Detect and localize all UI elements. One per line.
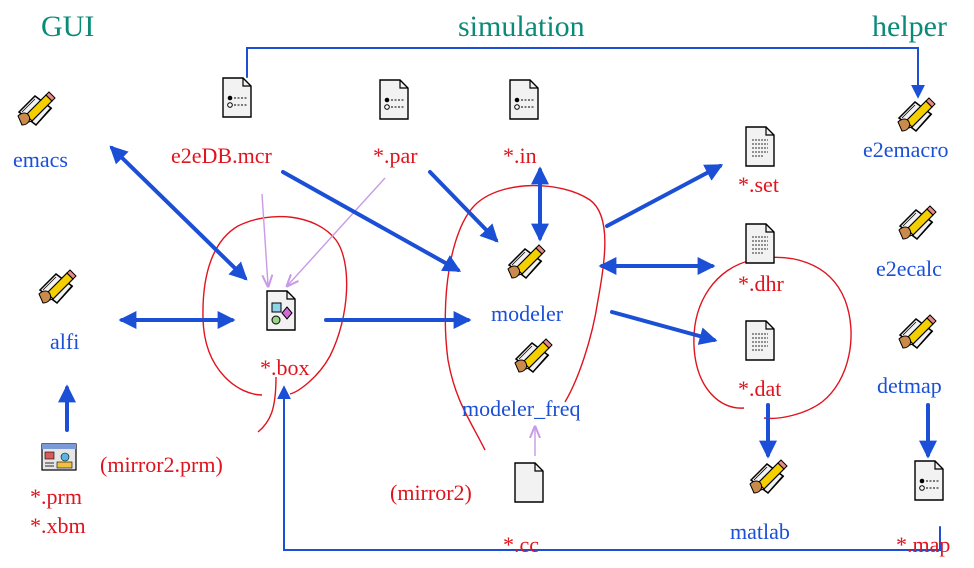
e2ecalc-label[interactable]: e2ecalc	[876, 256, 942, 281]
modeler-icon[interactable]	[507, 244, 546, 279]
dat-label[interactable]: *.dat	[738, 376, 782, 401]
modeler-freq-label[interactable]: modeler_freq	[462, 396, 581, 421]
set-file-icon[interactable]	[745, 126, 775, 167]
header-gui: GUI	[41, 10, 95, 43]
e2edb-to-box-arrow	[261, 193, 268, 285]
e2edb-to-e2emacro-arrow	[246, 47, 925, 99]
header-simulation: simulation	[458, 10, 585, 43]
e2emacro-icon[interactable]	[897, 97, 936, 132]
dat-file-icon[interactable]	[745, 320, 775, 361]
in-label[interactable]: *.in	[503, 143, 537, 168]
par-to-modeler-arrow	[428, 170, 499, 243]
emacs-icon[interactable]	[17, 91, 56, 126]
map-label[interactable]: *.map	[896, 532, 951, 557]
box-file-icon[interactable]	[266, 290, 296, 331]
mirror2-note: (mirror2)	[390, 480, 472, 505]
par-to-box-arrow	[288, 177, 386, 285]
cc-file-icon[interactable]	[514, 462, 544, 503]
emacs-box-arrow	[109, 145, 248, 281]
dhr-label[interactable]: *.dhr	[738, 271, 784, 296]
par-label[interactable]: *.par	[373, 143, 418, 168]
box-label[interactable]: *.box	[260, 355, 310, 380]
modeler-to-set-arrow	[605, 164, 724, 228]
mirror2-prm-note: (mirror2.prm)	[100, 452, 223, 477]
in-file-icon[interactable]	[509, 79, 539, 120]
e2ecalc-icon[interactable]	[898, 205, 937, 240]
matlab-icon[interactable]	[749, 459, 788, 494]
detmap-icon[interactable]	[898, 314, 937, 349]
modeler-label[interactable]: modeler	[491, 301, 564, 326]
matlab-label[interactable]: matlab	[730, 519, 790, 544]
alfi-label[interactable]: alfi	[50, 329, 80, 354]
e2edb-to-modeler-arrow	[281, 170, 462, 272]
e2emacro-label[interactable]: e2emacro	[863, 137, 949, 162]
e2edb-file-icon[interactable]	[222, 77, 252, 118]
modeler-freq-icon[interactable]	[514, 338, 553, 373]
emacs-label[interactable]: emacs	[13, 147, 68, 172]
detmap-label[interactable]: detmap	[877, 373, 942, 398]
e2edb-label[interactable]: e2eDB.mcr	[171, 143, 272, 168]
header-helper: helper	[872, 10, 947, 43]
prm-label[interactable]: *.prm	[30, 484, 82, 509]
box-circle	[202, 215, 348, 396]
cc-label[interactable]: *.cc	[503, 532, 540, 557]
modeler-circle	[444, 184, 606, 451]
alfi-icon[interactable]	[38, 269, 77, 304]
box-to-map-loop-arrow	[277, 385, 941, 551]
set-label[interactable]: *.set	[738, 172, 779, 197]
par-file-icon[interactable]	[379, 79, 409, 120]
dhr-file-icon[interactable]	[745, 223, 775, 264]
modeler-to-dat-arrow	[610, 310, 718, 345]
map-file-icon[interactable]	[914, 460, 944, 501]
xbm-label[interactable]: *.xbm	[30, 513, 86, 538]
prm-bitmap-icon[interactable]	[41, 443, 77, 471]
dat-circle	[693, 256, 852, 420]
box-circle-tail	[257, 376, 277, 433]
